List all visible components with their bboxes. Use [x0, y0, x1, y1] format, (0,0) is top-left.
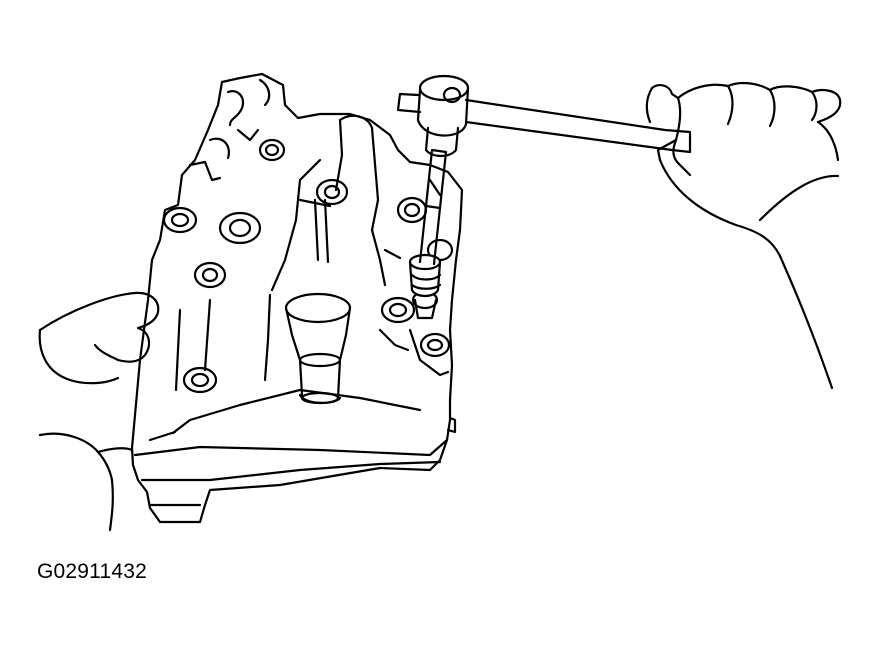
left-hand [38, 291, 160, 532]
ratchet-wrench [396, 74, 692, 320]
right-hand [645, 81, 842, 390]
figure-code: G02911432 [37, 560, 148, 583]
valve-body [130, 72, 464, 524]
